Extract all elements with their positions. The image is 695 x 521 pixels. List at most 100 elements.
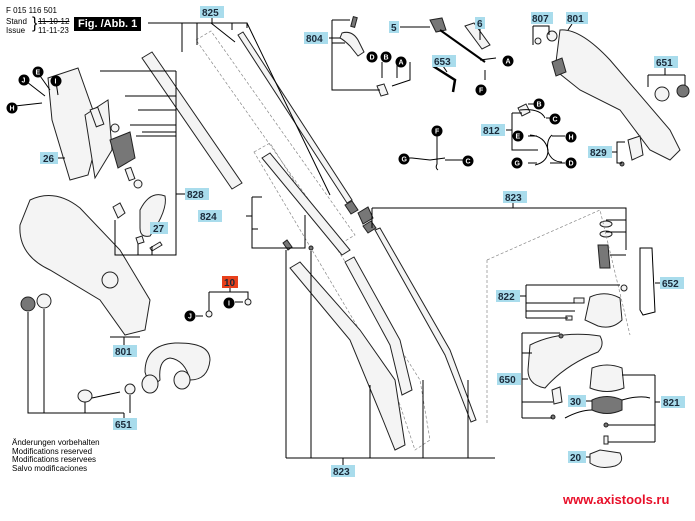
label-822[interactable]: 822 — [496, 290, 520, 303]
label-653[interactable]: 653 — [432, 55, 456, 68]
svg-text:651: 651 — [656, 58, 673, 69]
lower-tube — [289, 261, 406, 451]
label-26[interactable]: 26 — [40, 152, 58, 165]
svg-text:20: 20 — [570, 453, 582, 464]
motor-housing-right — [534, 29, 681, 161]
handle-bolt — [77, 383, 136, 403]
svg-text:G: G — [402, 157, 408, 164]
svg-text:801: 801 — [567, 14, 584, 25]
connector-f-wire: F — [431, 125, 443, 137]
guard-650 — [527, 333, 603, 420]
part-labels: 825 804 5 6 653 807 801 651 812 829 26 8… — [40, 6, 685, 478]
figure-title: Fig. /Abb. 1 — [74, 17, 142, 31]
label-801-bottom[interactable]: 801 — [113, 345, 137, 358]
svg-text:A: A — [399, 60, 404, 67]
svg-text:I: I — [228, 301, 230, 308]
label-652[interactable]: 652 — [660, 277, 684, 290]
label-651-bottom[interactable]: 651 — [113, 418, 137, 431]
connector-c-wire: C — [462, 155, 474, 167]
svg-text:H: H — [10, 106, 15, 113]
note-es: Salvo modificaciones — [12, 463, 88, 473]
label-20[interactable]: 20 — [568, 451, 586, 464]
svg-text:F: F — [435, 129, 440, 136]
label-651-top[interactable]: 651 — [654, 56, 678, 69]
label-823-top[interactable]: 823 — [503, 191, 527, 204]
gear-head-822 — [565, 220, 628, 328]
svg-text:G: G — [515, 161, 521, 168]
note-fr: Modifications reservees — [12, 455, 97, 464]
shaft-tube-upper — [141, 51, 243, 190]
svg-text:822: 822 — [498, 292, 515, 303]
connector-e-motor: E — [32, 66, 44, 78]
leader-lines — [14, 18, 686, 465]
svg-text:E: E — [36, 70, 41, 77]
svg-text:828: 828 — [187, 190, 204, 201]
svg-text:D: D — [370, 55, 375, 62]
svg-text:F: F — [479, 88, 484, 95]
connector-e-harness: E — [512, 130, 524, 142]
flex-shaft-liner — [261, 152, 413, 396]
svg-text:821: 821 — [663, 398, 680, 409]
svg-text:30: 30 — [570, 397, 582, 408]
connector-i-motor: I — [50, 75, 62, 87]
label-6[interactable]: 6 — [475, 17, 485, 30]
label-650[interactable]: 650 — [497, 373, 521, 386]
connector-d-switch: D — [366, 51, 378, 63]
svg-text:823: 823 — [333, 467, 350, 478]
label-824[interactable]: 824 — [198, 210, 222, 223]
label-828[interactable]: 828 — [185, 188, 209, 201]
label-801-top[interactable]: 801 — [566, 12, 588, 25]
label-829[interactable]: 829 — [588, 146, 612, 159]
motor — [47, 67, 113, 181]
issue-date: 11-11-23 — [38, 26, 69, 35]
label-5[interactable]: 5 — [389, 21, 399, 34]
fan-wheel — [89, 106, 143, 189]
hex-key-653 — [432, 64, 457, 93]
svg-text:653: 653 — [434, 57, 451, 68]
svg-text:D: D — [569, 161, 574, 168]
svg-text:B: B — [537, 102, 542, 109]
rear-handle — [141, 342, 211, 394]
label-821[interactable]: 821 — [661, 396, 685, 409]
wire-harness-812 — [517, 103, 563, 166]
doc-number: F 015 116 501 — [6, 6, 58, 15]
grip-nuts-left — [20, 293, 52, 312]
label-823-bottom[interactable]: 823 — [331, 465, 355, 478]
svg-text:650: 650 — [499, 375, 516, 386]
label-807[interactable]: 807 — [531, 12, 553, 25]
label-10[interactable]: 10 — [222, 276, 238, 289]
svg-text:C: C — [553, 117, 558, 124]
connector-b-switch: B — [380, 51, 392, 63]
label-825[interactable]: 825 — [200, 6, 224, 19]
connector-h-harness: H — [565, 131, 577, 143]
power-cable-5 — [429, 17, 486, 63]
svg-text:A: A — [506, 59, 511, 66]
svg-text:C: C — [466, 159, 471, 166]
svg-text:J: J — [22, 78, 26, 85]
drive-shaft — [237, 31, 377, 234]
connector-j-motor: J — [18, 74, 30, 86]
head-dashed-outline — [486, 209, 631, 425]
svg-text:652: 652 — [662, 279, 679, 290]
cable-clamp-829 — [619, 135, 644, 167]
watermark-url: www.axistools.ru — [563, 492, 670, 507]
svg-text:6: 6 — [477, 19, 483, 30]
svg-text:10: 10 — [224, 278, 236, 289]
connector-h-motor: H — [6, 102, 18, 114]
label-804[interactable]: 804 — [304, 32, 328, 45]
label-27[interactable]: 27 — [150, 222, 168, 235]
connector-g-harness: G — [511, 157, 523, 169]
flex-shaft-lower — [374, 227, 477, 423]
svg-text:812: 812 — [483, 126, 500, 137]
svg-text:801: 801 — [115, 347, 132, 358]
guard-bracket-652 — [639, 247, 656, 316]
screws-kit-10 — [205, 298, 252, 318]
label-812[interactable]: 812 — [481, 124, 505, 137]
connector-f-cable: F — [475, 84, 487, 96]
air-guide — [112, 194, 166, 252]
svg-text:27: 27 — [153, 224, 165, 235]
label-30[interactable]: 30 — [568, 395, 586, 408]
svg-text:651: 651 — [115, 420, 132, 431]
connector-letters: J E I H D B A A F F G C B C E H G D J I — [6, 51, 577, 322]
cable-sleeve-6 — [464, 22, 491, 50]
